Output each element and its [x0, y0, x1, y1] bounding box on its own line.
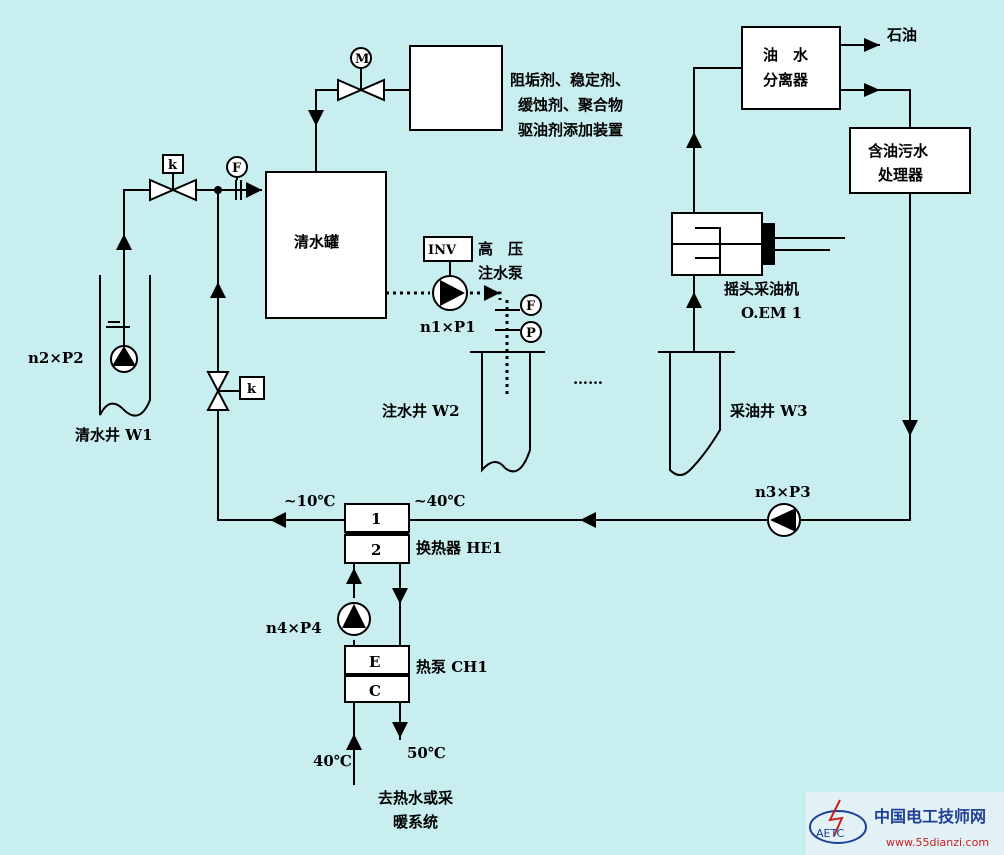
he-chamber-2: 2 — [371, 541, 381, 559]
heat-pump-ch1: E C — [344, 645, 410, 703]
arrow-down-wastewater — [902, 420, 918, 436]
arrow-right-petroleum — [864, 38, 880, 52]
additive-label-1: 阻垢剂、稳定剂、 — [510, 71, 630, 89]
pipe-separator-to-wastewater — [840, 89, 911, 128]
temp-40b-label: 40℃ — [313, 752, 352, 770]
arrow-up-well — [116, 234, 132, 250]
arrow-up-oilwell — [686, 292, 702, 308]
valve-k-label-top: k — [168, 158, 178, 173]
pump-jack-label-1: 摇头采油机 — [724, 280, 799, 298]
wastewater-label-2: 处理器 — [877, 166, 924, 184]
oil-well-w3 — [658, 351, 735, 476]
arrow-up-return — [210, 282, 226, 298]
arrow-up-40 — [346, 734, 362, 750]
temp-40a-label: ~40℃ — [414, 492, 465, 510]
pump-p2 — [110, 345, 138, 373]
n4p4-label: n4×P4 — [266, 619, 322, 637]
gauge-f-label-injection: F — [526, 299, 536, 314]
pipe-additive-feed — [315, 89, 410, 172]
pump-p1: INV — [423, 236, 473, 311]
watermark-url: www.55dianzi.com — [886, 836, 989, 849]
pump-jack-label-2: O.EM 1 — [741, 304, 802, 322]
heating-label-2: 暖系统 — [393, 813, 438, 831]
flowmeter-top: F — [226, 156, 248, 200]
hp-evaporator: E — [369, 653, 380, 671]
aetc-logo-text: AETC — [816, 827, 845, 840]
heating-label-1: 去热水或采 — [378, 789, 454, 807]
arrow-down-he-right — [392, 588, 408, 604]
pipe-jack-to-separator — [693, 67, 742, 213]
pump-p4 — [337, 602, 371, 636]
clean-well-w1 — [99, 275, 151, 417]
inv-label: INV — [428, 243, 457, 258]
additive-box — [409, 45, 503, 131]
heat-exchanger-he1: 1 2 — [344, 503, 410, 564]
oil-water-separator — [741, 26, 841, 110]
arrow-right-separator — [864, 83, 880, 97]
clean-water-tank — [265, 171, 387, 319]
arrow-down-additive — [308, 110, 324, 126]
heat-pump-label: 热泵 CH1 — [416, 658, 488, 676]
n3p3-label: n3×P3 — [755, 483, 811, 501]
flow-arrows — [116, 38, 918, 750]
hp-pump-label-2: 注水泵 — [478, 264, 523, 282]
n2p2-label: n2×P2 — [28, 349, 84, 367]
arrow-left-bottom — [580, 512, 596, 528]
separator-label-1: 油 水 — [763, 46, 809, 64]
injection-gauges: F P — [495, 294, 542, 343]
junction-dot — [214, 186, 222, 194]
clean-tank-label: 清水罐 — [294, 233, 339, 251]
hp-pump-label-1: 高 压 — [478, 240, 523, 258]
valve-top-left: k — [149, 154, 197, 202]
arrow-up-jack — [686, 132, 702, 148]
additive-label-2: 缓蚀剂、聚合物 — [518, 96, 623, 114]
pipe-return-left — [217, 190, 345, 521]
watermark-cn: 中国电工技师网 — [874, 807, 986, 826]
lightning-icon — [828, 799, 844, 837]
temp-50-label: 50℃ — [407, 744, 446, 762]
aetc-logo-ring — [809, 810, 867, 844]
arrow-right-injection — [484, 285, 500, 301]
valve-left-vertical: k — [206, 371, 265, 411]
motor-valve-top: M — [337, 47, 385, 102]
wastewater-processor — [849, 127, 971, 194]
pipe-hp-out — [353, 700, 401, 785]
hp-condenser: C — [369, 682, 381, 700]
clean-well-label: 清水井 W1 — [75, 426, 153, 444]
arrow-down-50 — [392, 722, 408, 738]
n1p1-label: n1×P1 — [420, 318, 476, 336]
arrow-left-he — [270, 512, 286, 528]
pump-p3 — [767, 503, 801, 537]
pipe-clean-well-riser — [123, 189, 150, 350]
inject-well-label: 注水井 W2 — [382, 402, 460, 420]
pipe-p3-to-wastewater — [800, 193, 911, 521]
additive-label-3: 驱油剂添加装置 — [518, 121, 623, 139]
arrow-right-tank — [246, 182, 262, 198]
watermark: AETC 中国电工技师网 www.55dianzi.com — [806, 792, 1004, 855]
pump-jack-oem1 — [671, 212, 845, 276]
ellipsis-dots: …… — [573, 370, 603, 388]
gauge-f-label-top: F — [232, 161, 242, 176]
separator-label-2: 分离器 — [763, 71, 809, 89]
valve-k-label-left: k — [247, 382, 257, 397]
gauge-m-label: M — [355, 52, 369, 67]
wastewater-label-1: 含油污水 — [868, 142, 929, 160]
he-label: 换热器 HE1 — [416, 539, 502, 557]
injection-well-w2 — [470, 351, 545, 473]
arrow-up-he-left — [346, 568, 362, 584]
he-chamber-1: 1 — [371, 510, 381, 528]
gauge-p-label: P — [526, 326, 536, 341]
oil-well-label: 采油井 W3 — [729, 402, 808, 420]
temp-10-label: ~10℃ — [284, 492, 335, 510]
petroleum-label: 石油 — [886, 26, 917, 44]
